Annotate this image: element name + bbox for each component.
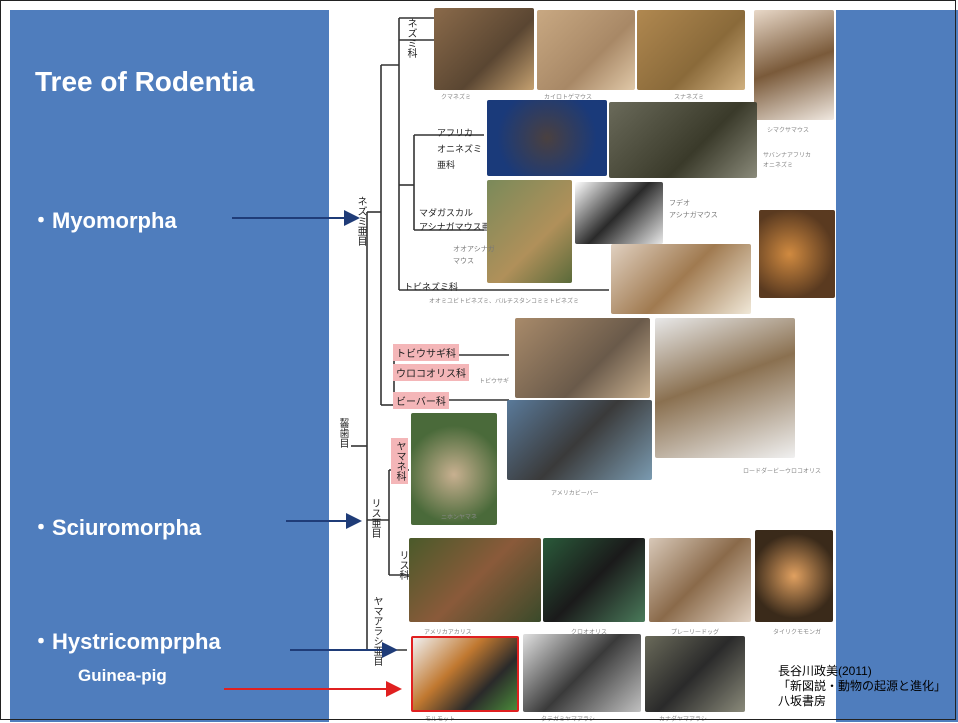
slide-frame — [0, 0, 956, 720]
slide: 齧歯目 ネズミ亜目 リス亜目 ヤマアラシ亜目 ネズミ科 リス科 アフリカ オニネ… — [0, 0, 958, 722]
